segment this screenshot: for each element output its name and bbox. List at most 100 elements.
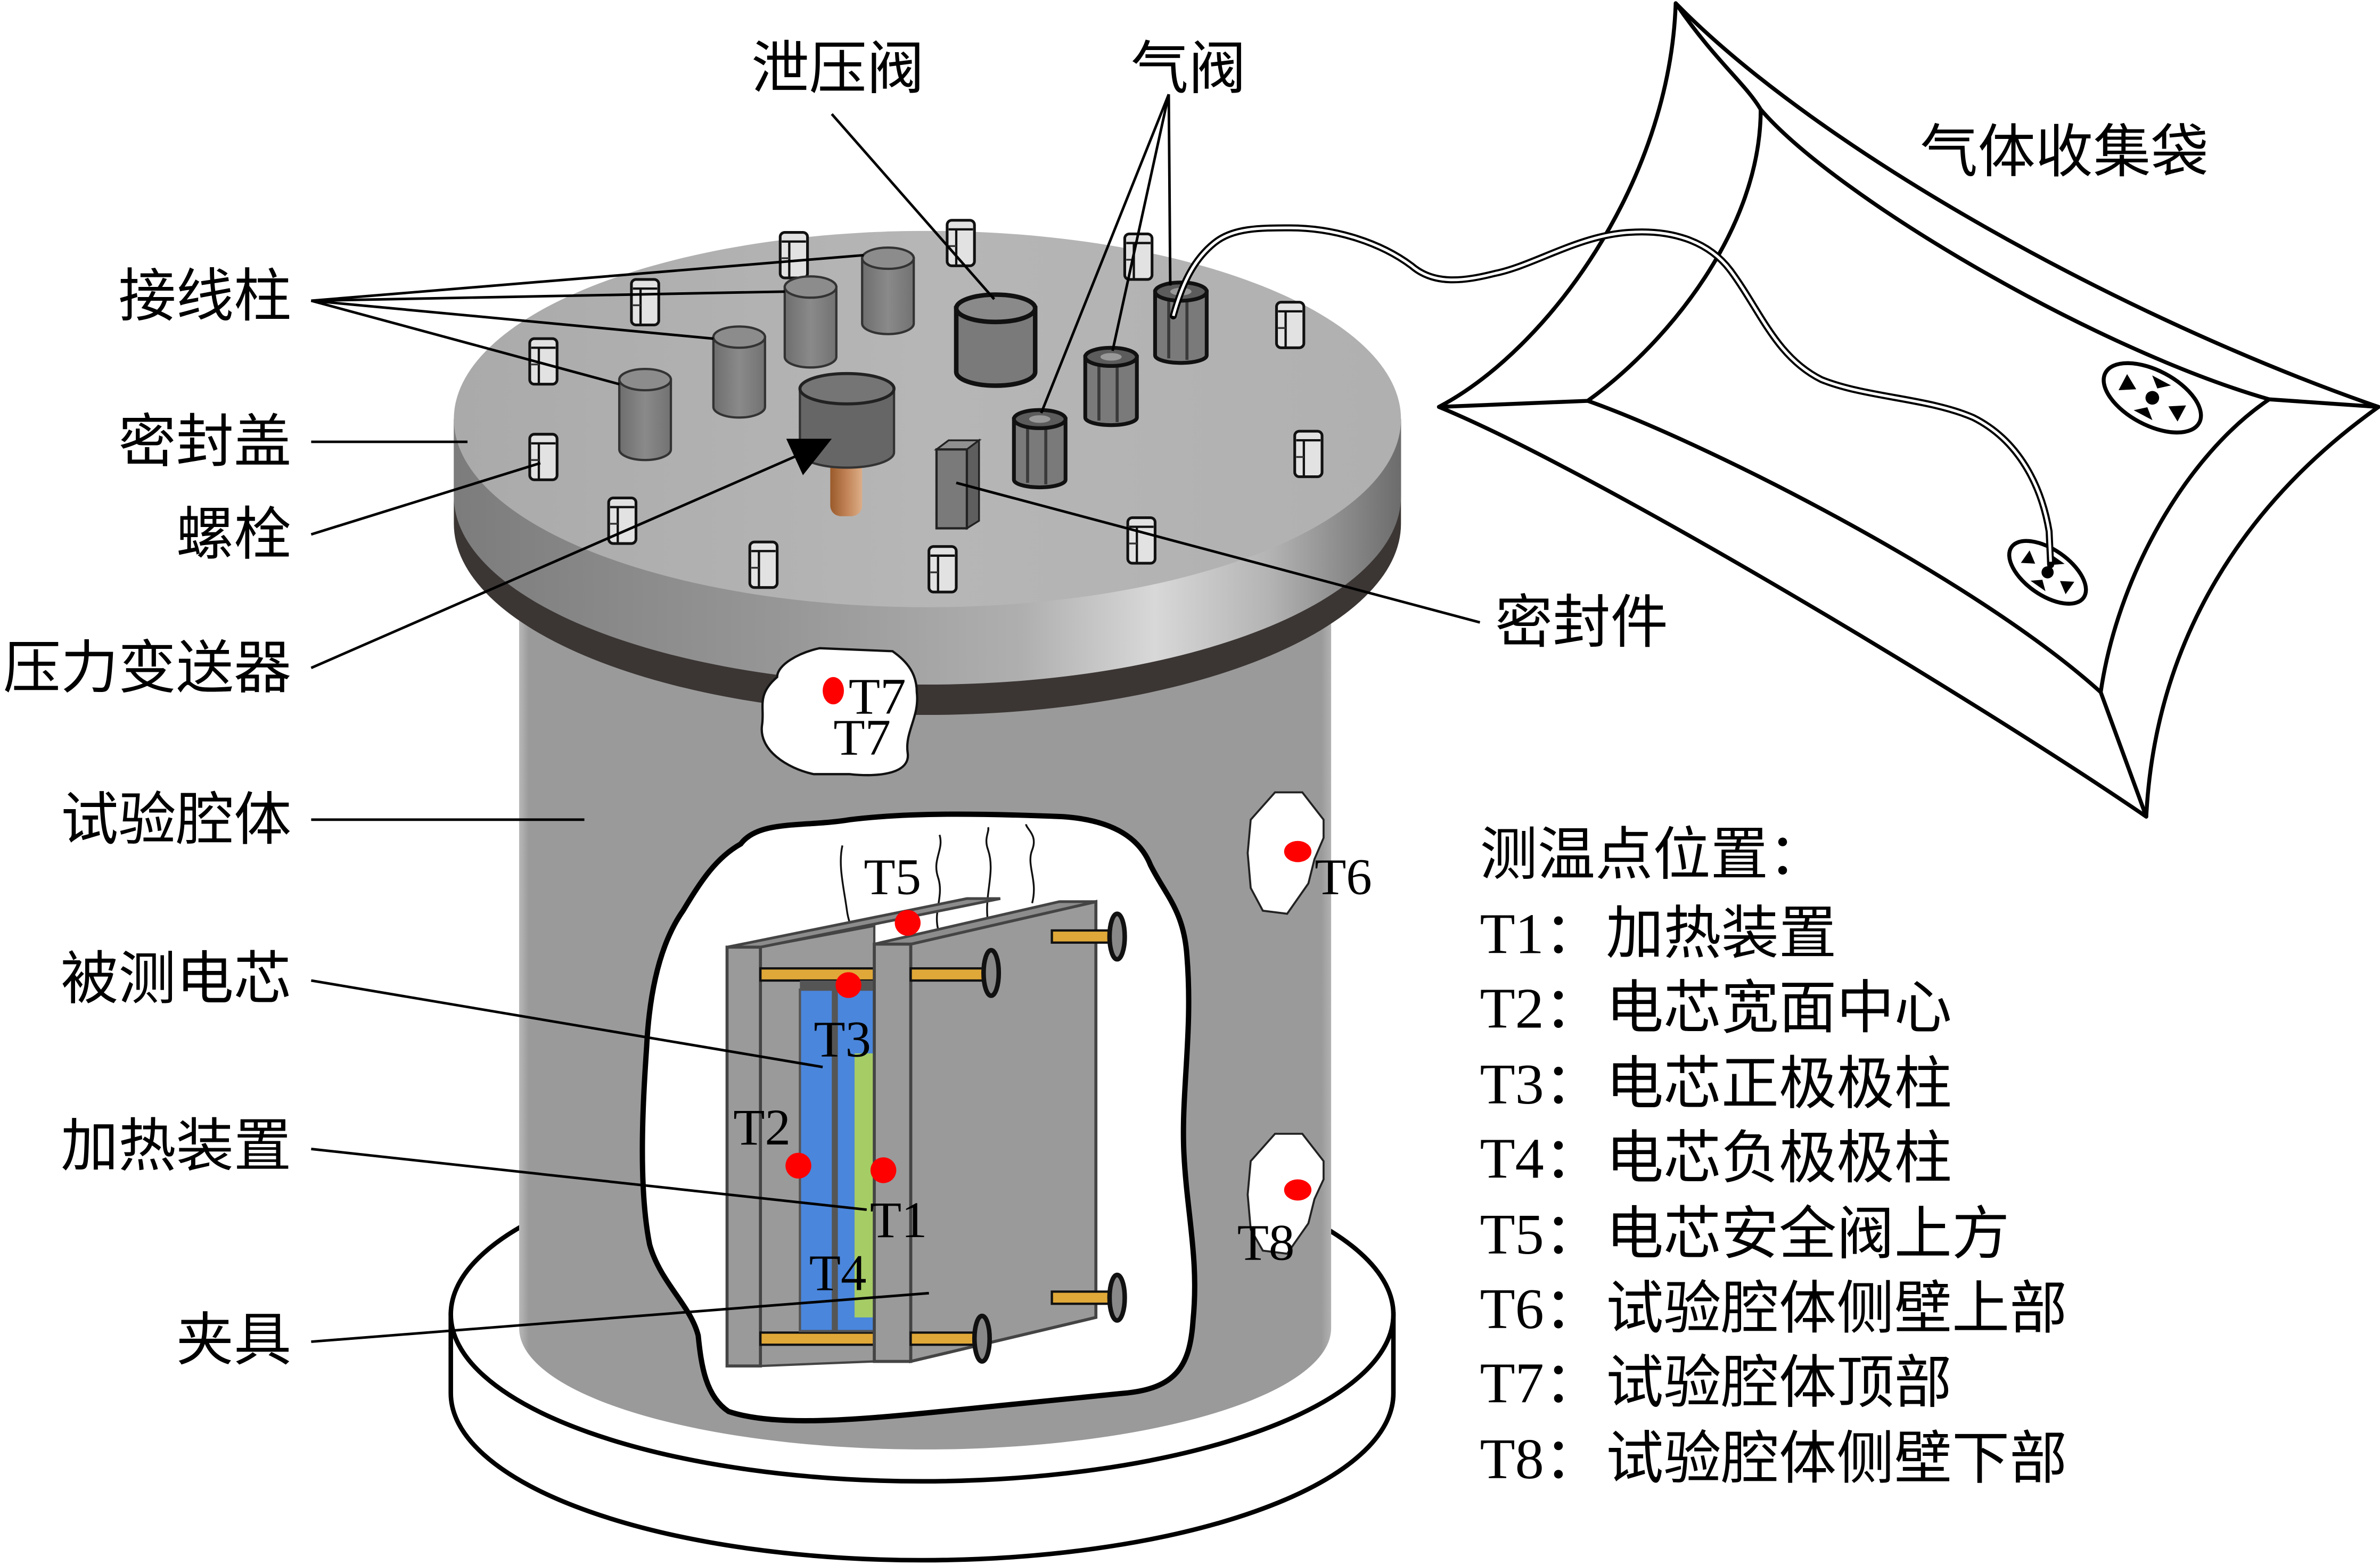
pressure-transmitter	[798, 372, 896, 516]
legend-item-id: T2	[1480, 976, 1544, 1040]
bag-port	[2102, 361, 2203, 435]
t2-label: T2	[733, 1099, 791, 1156]
t3-dot	[835, 972, 861, 998]
label-gas-valve: 气阀	[1131, 37, 1246, 101]
bag-fold	[2098, 690, 2148, 819]
bolt	[928, 545, 958, 594]
gas-valve	[1012, 408, 1068, 490]
bolt-body	[946, 219, 976, 267]
label-pressure-transmitter: 压力变送器	[3, 637, 292, 701]
label-bolt: 螺栓	[176, 503, 292, 567]
label-tested-cell: 被测电芯	[61, 948, 291, 1011]
legend-item-id: T5	[1480, 1202, 1544, 1266]
legend-item-description: 试验腔体顶部	[1606, 1352, 1952, 1415]
leader-gas-valve	[1040, 94, 1170, 414]
arrowhead-pressure-transmitter	[786, 439, 832, 475]
leader-gas-valve	[1167, 94, 1172, 286]
bolt-body	[928, 545, 958, 594]
leader-fixture	[311, 1291, 929, 1343]
port-center	[2145, 391, 2160, 405]
t7-label-duplicate: T7	[833, 709, 891, 765]
t4-label: T4	[809, 1245, 867, 1302]
leader-terminal-post	[310, 299, 620, 386]
t6-label: T6	[1315, 849, 1372, 905]
seal-element	[933, 438, 982, 530]
legend-item: T2：电芯宽面中心	[1480, 976, 1952, 1040]
gas-valve	[1083, 345, 1139, 427]
bolt-body	[748, 540, 779, 589]
terminal-post	[783, 275, 838, 369]
pressure-transmitter-stem	[830, 455, 863, 516]
leader-pressure-transmitter	[310, 451, 805, 669]
t1-label: T1	[870, 1191, 928, 1248]
bolt	[1293, 430, 1324, 479]
legend-item: T1：加热装置	[1480, 902, 1836, 966]
bolt-group	[528, 219, 1324, 594]
bolt-body	[528, 433, 559, 481]
t3-label: T3	[814, 1011, 871, 1068]
bolt	[607, 496, 638, 545]
rod	[909, 967, 988, 982]
bolt-body	[1275, 301, 1306, 349]
label-seal: 密封件	[1495, 591, 1668, 655]
bolt	[778, 231, 809, 279]
bag-fold	[2267, 397, 2380, 409]
bolt-body	[1126, 516, 1156, 565]
legend-item-description: 加热装置	[1606, 902, 1836, 966]
legend-item-id: T1	[1480, 902, 1544, 966]
temperature-points: T1 T2 T3 T4 T5 T6 T7 T7 T8	[733, 668, 1372, 1301]
t2-dot	[785, 1152, 811, 1179]
gas-tube-inner	[1172, 226, 2052, 562]
label-gas-collection-bag: 气体收集袋	[1920, 121, 2209, 185]
label-heater: 加热装置	[61, 1115, 291, 1179]
bolt-head	[1107, 911, 1127, 962]
legend-item-id: T6	[1480, 1277, 1544, 1341]
legend-item-separator: ：	[1544, 1052, 1602, 1116]
legend-item-id: T4	[1480, 1127, 1544, 1191]
label-terminal-post: 接线柱	[118, 265, 291, 328]
legend-item-id: T7	[1480, 1352, 1544, 1415]
bolt	[1126, 516, 1156, 565]
legend-item-description: 电芯安全阀上方	[1606, 1202, 2009, 1266]
t5-label: T5	[864, 849, 921, 905]
legend-item-description: 电芯负极极柱	[1606, 1127, 1952, 1191]
bolt	[630, 278, 660, 327]
bolt-body	[778, 231, 809, 279]
leader-terminal-post	[311, 290, 785, 302]
legend-item-separator: ：	[1544, 1427, 1602, 1491]
legend-item-description: 电芯宽面中心	[1606, 976, 1952, 1040]
bolt-body	[528, 337, 559, 386]
legend-item: T3：电芯正极极柱	[1480, 1052, 1952, 1116]
t8-dot	[1284, 1179, 1312, 1201]
terminal-posts	[618, 246, 915, 462]
leader-bolt	[310, 462, 541, 536]
leader-gas-valve	[1111, 94, 1170, 351]
legend-item-separator: ：	[1544, 1352, 1602, 1415]
callout-labels: 接线柱 密封盖 螺栓 压力变送器 试验腔体 被测电芯 加热装置 夹具 泄压阀 气…	[3, 37, 2209, 1373]
leader-relief-valve	[831, 113, 996, 300]
wire	[985, 827, 992, 923]
bolt	[528, 337, 559, 386]
legend-item-separator: ：	[1544, 1202, 1602, 1266]
wire	[935, 834, 942, 929]
legend-item: T6：试验腔体侧壁上部	[1480, 1277, 2067, 1341]
leader-seal	[956, 481, 1481, 624]
t5-dot	[894, 910, 921, 936]
legend-item-separator: ：	[1544, 1127, 1602, 1191]
relief-valve	[954, 292, 1038, 388]
legend-item-description: 试验腔体侧壁上部	[1606, 1277, 2067, 1341]
t6-dot	[1284, 841, 1312, 862]
rod	[1051, 1290, 1114, 1305]
rod	[1051, 929, 1114, 944]
legend-title: 测温点位置：	[1480, 823, 1826, 887]
legend-item-separator: ：	[1544, 902, 1602, 966]
label-seal-cover: 密封盖	[118, 410, 291, 474]
legend-item-description: 电芯正极极柱	[1606, 1052, 1952, 1116]
rod	[759, 1331, 876, 1346]
fixture-right-plate	[873, 942, 913, 1363]
bolt	[1275, 301, 1306, 349]
t7-cutaway-patch	[760, 647, 918, 777]
leader-tested-cell	[311, 979, 823, 1068]
label-relief-valve: 泄压阀	[751, 37, 924, 101]
bag-outer-outline	[1437, 1, 2380, 819]
